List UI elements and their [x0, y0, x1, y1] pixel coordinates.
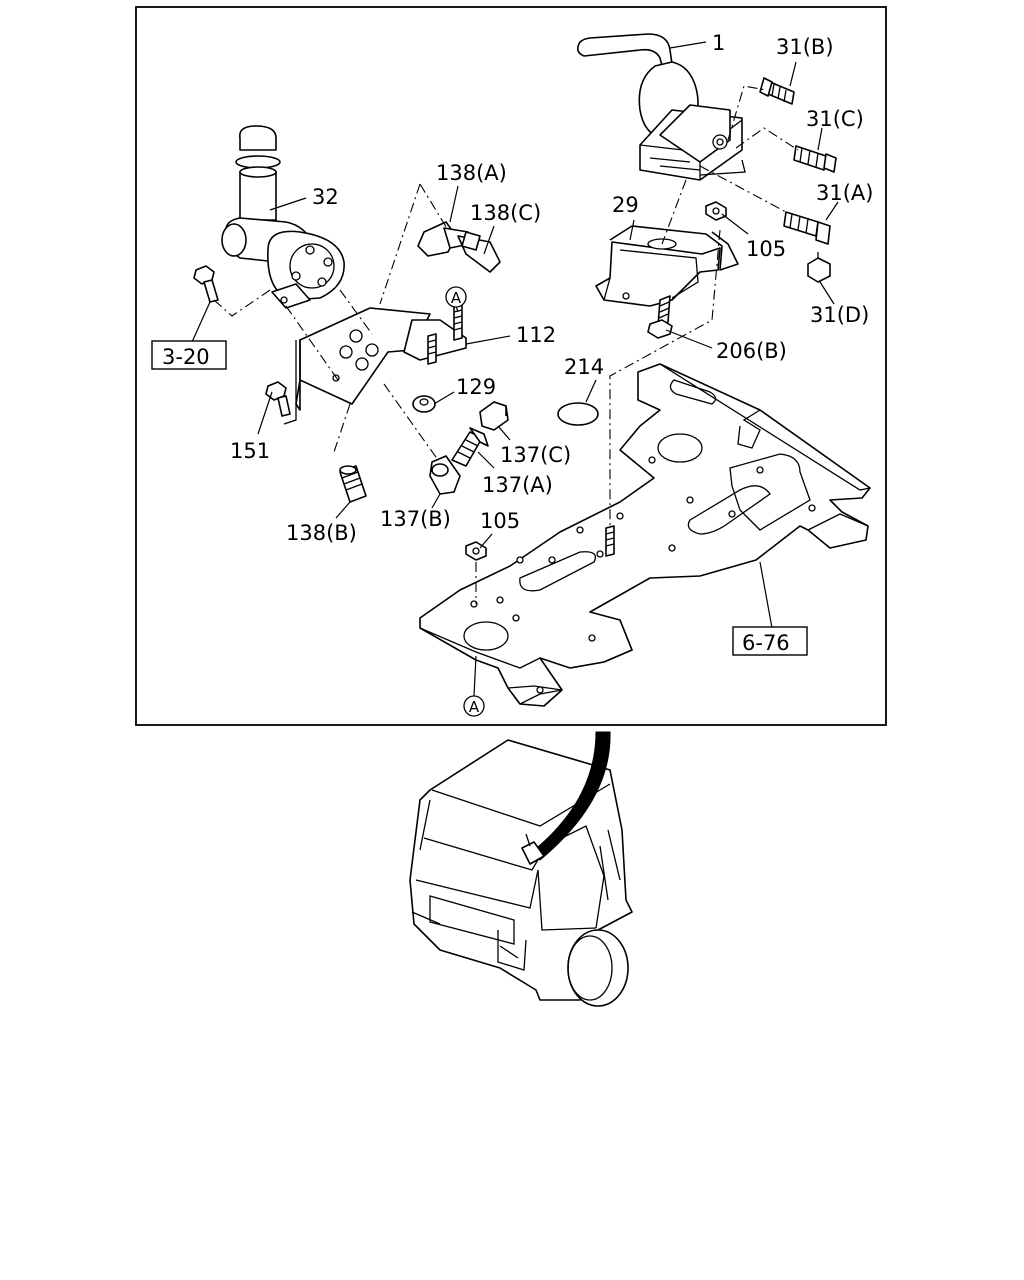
label-29: 29 [612, 193, 639, 217]
fitting-137b [429, 455, 461, 495]
base-plate [419, 363, 871, 707]
diagram-frame [135, 6, 887, 726]
label-31d: 31(D) [810, 303, 869, 327]
label-105-lower: 105 [480, 509, 520, 533]
label-214: 214 [564, 355, 604, 379]
marker-a-bottom: A [463, 695, 485, 717]
label-137c: 137(C) [500, 443, 571, 467]
label-129: 129 [456, 375, 496, 399]
svg-text:A: A [451, 289, 462, 307]
label-138c: 138(C) [470, 201, 541, 225]
label-1: 1 [712, 31, 725, 55]
fitting-31b [759, 77, 795, 105]
label-138a: 138(A) [436, 161, 507, 185]
label-137a: 137(A) [482, 473, 553, 497]
fitting-31d [807, 252, 831, 283]
label-138b: 138(B) [286, 521, 357, 545]
plug-214 [557, 402, 599, 426]
fitting-137a [451, 427, 489, 467]
label-31b: 31(B) [776, 35, 834, 59]
fitting-138b [339, 465, 367, 503]
label-32: 32 [312, 185, 339, 209]
ref-box-6-76[interactable]: 6-76 [732, 626, 808, 656]
fitting-31c [793, 145, 837, 173]
truck-cab-locator [409, 731, 633, 1007]
ref-label-6-76: 6-76 [742, 631, 790, 655]
valve-32 [221, 125, 345, 309]
washer-129 [412, 395, 436, 413]
label-31c: 31(C) [806, 107, 864, 131]
shift-lever-assembly [576, 33, 746, 181]
label-105-upper: 105 [746, 237, 786, 261]
svg-text:A: A [469, 698, 480, 716]
screw-3-20 [193, 265, 219, 303]
label-31a: 31(A) [816, 181, 873, 205]
part-labels: 1 31(B) 31(C) 31(A) 31(D) 32 138(A) 138(… [230, 31, 873, 545]
ref-box-3-20[interactable]: 3-20 [151, 340, 227, 370]
bracket-29 [595, 225, 739, 307]
fitting-137c [479, 401, 509, 431]
label-137b: 137(B) [380, 507, 451, 531]
nut-105-upper [705, 201, 727, 221]
label-206b: 206(B) [716, 339, 787, 363]
marker-a-top: A [445, 286, 467, 308]
studs-112 [427, 303, 463, 365]
fitting-31a [783, 211, 831, 245]
mounting-bracket [283, 307, 467, 425]
label-151: 151 [230, 439, 270, 463]
bolt-206b [647, 295, 673, 339]
center-lines [213, 85, 799, 604]
ref-label-3-20: 3-20 [162, 345, 210, 369]
leader-lines [191, 41, 839, 697]
fittings-138a-138c [417, 221, 501, 273]
label-112: 112 [516, 323, 556, 347]
